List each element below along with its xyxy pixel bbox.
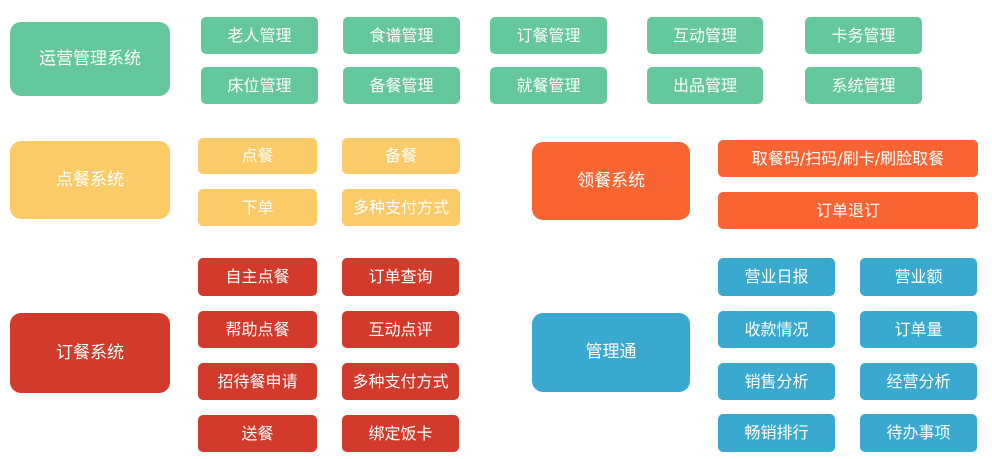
booking-item: 送餐: [198, 415, 317, 452]
pickup-system-main-box: 领餐系统: [532, 142, 690, 220]
booking-item: 多种支付方式: [342, 363, 459, 400]
operations-item: 就餐管理: [490, 67, 607, 104]
ordering-item: 备餐: [342, 138, 460, 174]
management-item: 待办事项: [860, 414, 977, 452]
operations-item: 系统管理: [805, 67, 922, 104]
operations-item: 备餐管理: [343, 67, 460, 104]
ordering-item: 多种支付方式: [342, 189, 460, 226]
ordering-system-main-box: 点餐系统: [10, 141, 170, 219]
operations-item: 互动管理: [647, 17, 763, 54]
booking-item: 自主点餐: [198, 258, 317, 296]
booking-item: 订单查询: [342, 258, 459, 296]
management-item: 订单量: [860, 311, 977, 348]
operations-item: 订餐管理: [490, 17, 607, 54]
booking-item: 招待餐申请: [198, 363, 317, 400]
management-item: 营业日报: [718, 258, 835, 296]
booking-system-main-box: 订餐系统: [10, 313, 170, 393]
operations-item: 食谱管理: [343, 17, 460, 54]
management-item: 收款情况: [718, 311, 835, 348]
operations-system-main-box: 运营管理系统: [10, 22, 170, 96]
management-item: 经营分析: [860, 363, 977, 400]
pickup-item: 取餐码/扫码/刷卡/刷脸取餐: [718, 140, 978, 177]
booking-item: 绑定饭卡: [342, 415, 459, 452]
management-item: 营业额: [860, 258, 977, 296]
booking-item: 帮助点餐: [198, 311, 317, 348]
management-main-box: 管理通: [532, 313, 690, 392]
operations-item: 卡务管理: [805, 17, 922, 54]
pickup-item: 订单退订: [718, 192, 978, 229]
ordering-item: 下单: [198, 189, 317, 226]
booking-item: 互动点评: [342, 311, 459, 348]
ordering-item: 点餐: [198, 138, 317, 174]
operations-item: 床位管理: [201, 67, 318, 104]
operations-item: 出品管理: [647, 67, 763, 104]
management-item: 销售分析: [718, 363, 835, 400]
management-item: 畅销排行: [718, 414, 835, 452]
operations-item: 老人管理: [201, 17, 318, 54]
